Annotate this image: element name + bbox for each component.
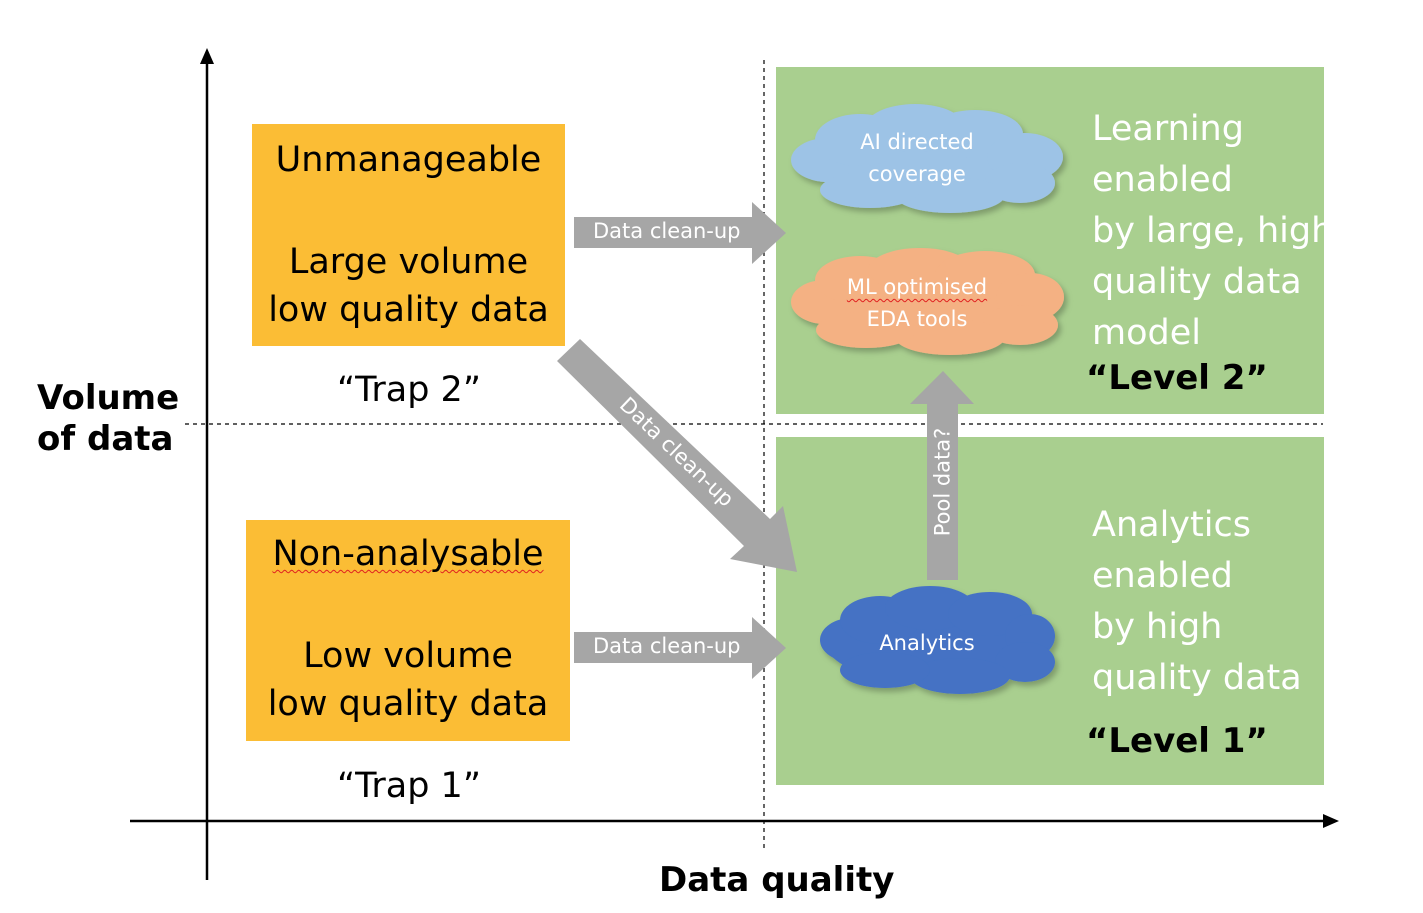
cloud-ml-line2: EDA tools bbox=[866, 307, 968, 331]
x-axis bbox=[130, 814, 1339, 828]
cleanup-arrow-bottom-label: Data clean-up bbox=[593, 634, 741, 658]
trap1-title-text: Non-analysable bbox=[272, 534, 544, 574]
level2-desc-line: enabled bbox=[1092, 160, 1233, 200]
level2-description: Learning enabled by large, high quality … bbox=[1092, 104, 1333, 359]
trap2-desc-line1: Large volume bbox=[288, 242, 529, 282]
cloud-ai-text: AI directed coverage bbox=[817, 126, 1017, 190]
pool-data-arrow-label: Pool data? bbox=[930, 427, 955, 537]
cleanup-arrow-diagonal bbox=[557, 339, 797, 572]
cloud-ai-line2: coverage bbox=[868, 162, 966, 186]
level2-desc-line: quality data bbox=[1092, 262, 1302, 302]
cloud-analytics bbox=[820, 586, 1055, 694]
trap1-desc-line1: Low volume bbox=[303, 636, 513, 676]
cloud-ml-line1: ML optimised bbox=[817, 271, 1017, 303]
level1-desc-line: quality data bbox=[1092, 658, 1302, 698]
trap1-desc-line2: low quality data bbox=[267, 684, 549, 724]
cloud-ai-line1: AI directed bbox=[860, 130, 974, 154]
trap1-label: “Trap 1” bbox=[337, 766, 481, 806]
cleanup-arrow-top-label: Data clean-up bbox=[593, 219, 741, 243]
trap2-label: “Trap 2” bbox=[337, 370, 481, 410]
pool-data-arrow bbox=[910, 371, 974, 580]
trap1-box: Non-analysable Low volume low quality da… bbox=[246, 520, 570, 741]
level2-desc-line: Learning bbox=[1092, 109, 1244, 149]
cloud-ml-text: ML optimised EDA tools bbox=[817, 271, 1017, 335]
cleanup-arrow-bottom bbox=[574, 617, 786, 679]
cleanup-arrow-top bbox=[574, 202, 786, 264]
level2-label: “Level 2” bbox=[1086, 358, 1268, 398]
y-axis-title-line2: of data bbox=[37, 418, 174, 459]
trap2-desc-line2: low quality data bbox=[268, 290, 549, 330]
x-axis-title: Data quality bbox=[659, 860, 895, 900]
cloud-ml-line1-text: ML optimised bbox=[846, 275, 988, 299]
cloud-ml-optimised bbox=[791, 248, 1064, 355]
level1-label: “Level 1” bbox=[1086, 721, 1268, 761]
level1-desc-line: by high bbox=[1092, 607, 1223, 647]
level1-desc-line: enabled bbox=[1092, 556, 1233, 596]
level1-desc-line: Analytics bbox=[1092, 505, 1251, 545]
y-axis-title-line1: Volume bbox=[37, 378, 180, 418]
level2-desc-line: model bbox=[1092, 313, 1201, 353]
trap2-title: Unmanageable bbox=[275, 140, 542, 180]
trap2-box: Unmanageable Large volume low quality da… bbox=[252, 124, 565, 346]
level2-desc-line: by large, high bbox=[1092, 211, 1334, 251]
trap1-title: Non-analysable bbox=[246, 530, 570, 578]
y-axis-title: Volume of data bbox=[37, 378, 179, 460]
y-axis bbox=[200, 48, 214, 880]
cloud-ai-directed bbox=[791, 104, 1063, 213]
level1-description: Analytics enabled by high quality data bbox=[1092, 500, 1302, 704]
cloud-analytics-text: Analytics bbox=[879, 631, 975, 655]
